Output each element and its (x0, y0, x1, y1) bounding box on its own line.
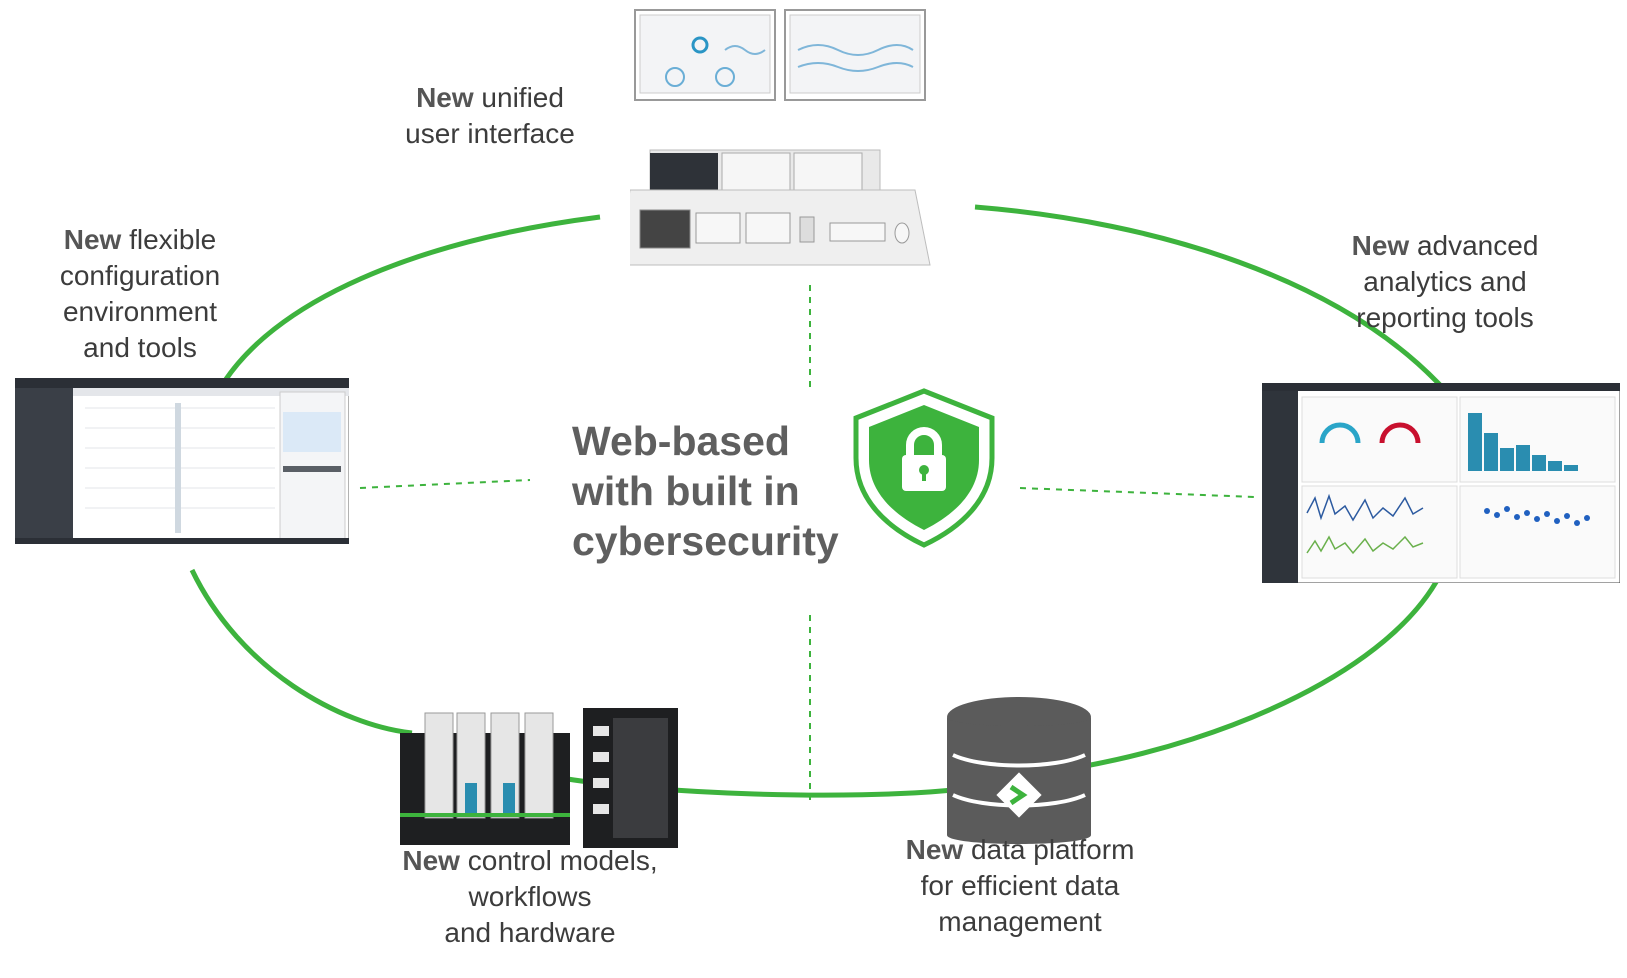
monitor-left (634, 9, 776, 101)
analytics-screenshot (1262, 383, 1620, 583)
label-control: New control models, workflows and hardwa… (402, 845, 658, 948)
hmi-console-illustration (630, 9, 931, 266)
configuration-screenshot (15, 378, 349, 544)
center-title: Web-based with built in cybersecurity (572, 418, 839, 564)
monitor-right (784, 9, 926, 101)
ring-arc-bottom-right (1079, 573, 1443, 770)
shield-lock-icon (853, 388, 995, 548)
label-data-platform: New data platform for efficient data man… (905, 834, 1135, 937)
controller-hardware-illustration (400, 708, 678, 848)
label-unified-ui: New unified user interface (405, 82, 575, 149)
dash-connector-right (1019, 487, 1256, 498)
label-analytics: New advanced analytics and reporting too… (1351, 230, 1539, 333)
ring-arc-left (189, 568, 413, 736)
label-new-keyword: New (416, 82, 474, 113)
database-icon (947, 697, 1091, 844)
label-configuration: New flexible configuration environment a… (59, 224, 221, 363)
ring-arc-top-left (215, 214, 601, 394)
ring-arc-top-right (974, 204, 1442, 387)
operator-console (630, 149, 931, 266)
dash-connector-left (359, 479, 531, 489)
